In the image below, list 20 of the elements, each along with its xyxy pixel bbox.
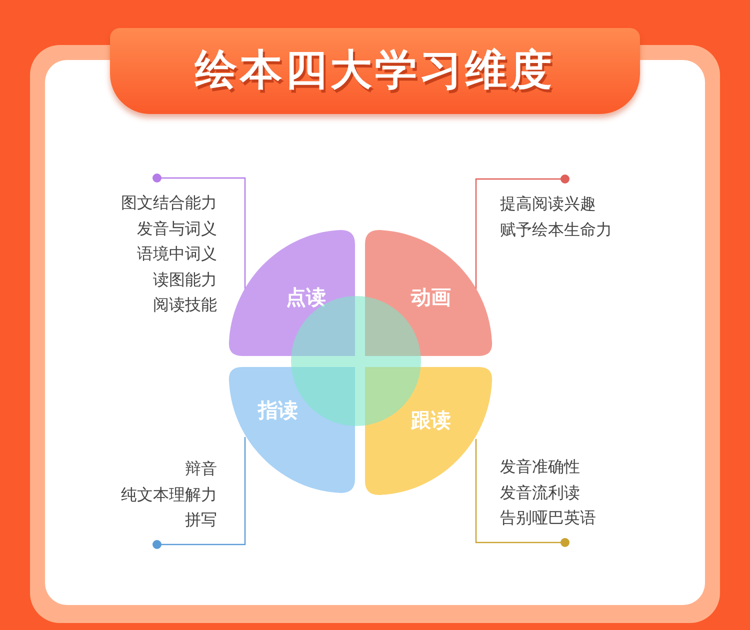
leader-line (475, 439, 570, 547)
petal-label: 跟读 (411, 407, 451, 434)
list-item: 读图能力 (152, 268, 217, 290)
list-item: 图文结合能力 (120, 192, 217, 214)
list-item: 发音准确性 (500, 456, 581, 478)
list-item: 辩音 (184, 458, 217, 480)
list-item: 纯文本理解力 (120, 484, 217, 506)
list-item: 告别哑巴英语 (500, 507, 597, 529)
list-item: 发音流利读 (500, 482, 581, 504)
list-item: 赋予绘本生命力 (500, 218, 613, 240)
title: 绘本四大学习维度 (194, 44, 556, 96)
list-item: 拼写 (184, 509, 217, 531)
list-item: 提高阅读兴趣 (500, 193, 597, 215)
leader-line (152, 437, 246, 549)
petal-label: 指读 (258, 397, 298, 424)
petal-label: 点读 (286, 284, 326, 311)
list-item: 阅读技能 (152, 294, 217, 316)
list-item: 语境中词义 (136, 243, 217, 265)
petal-label: 动画 (411, 284, 451, 311)
list-item: 发音与词义 (136, 218, 217, 240)
